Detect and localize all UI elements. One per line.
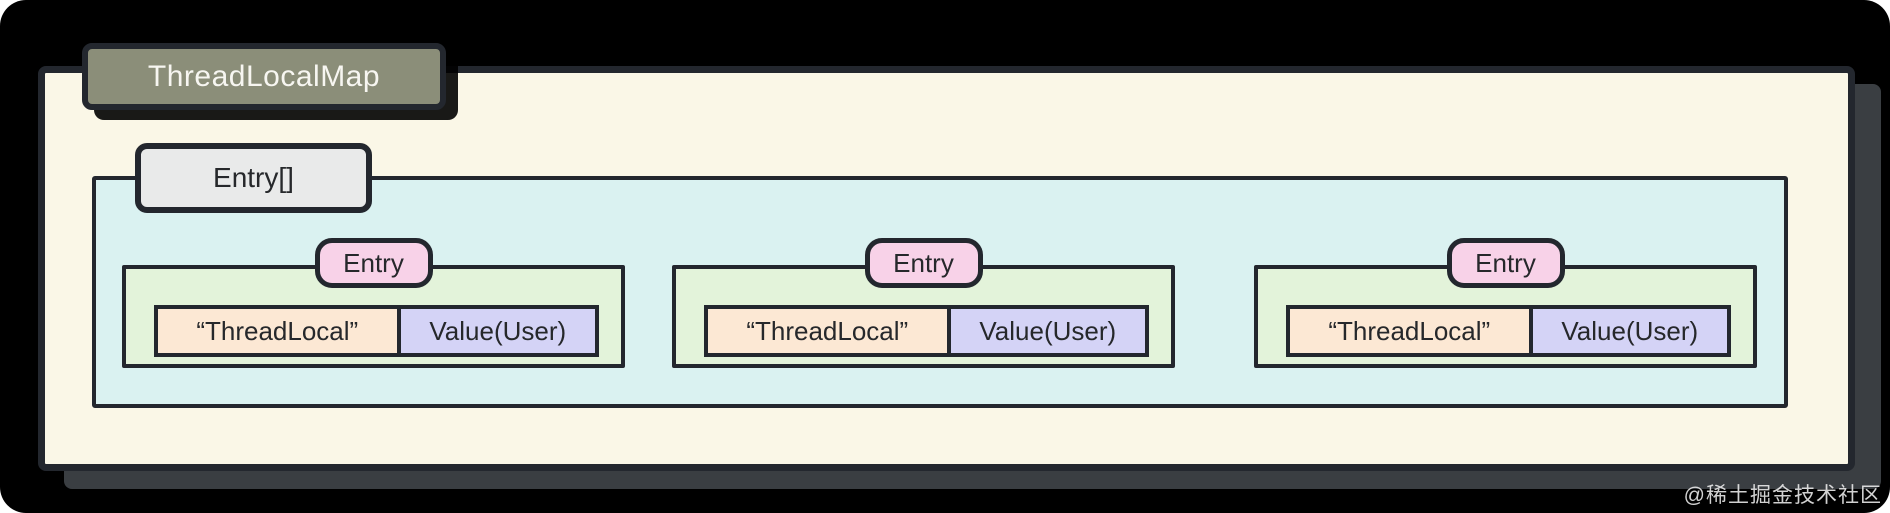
threadlocalmap-title-label: ThreadLocalMap [147, 59, 381, 93]
entry-box-1: Entry “ThreadLocal” Value(User) [122, 238, 625, 368]
entry-key-cell: “ThreadLocal” [708, 309, 951, 353]
entry-value-cell: Value(User) [950, 309, 1145, 353]
entry-pill-3: Entry [1446, 238, 1565, 288]
entry-pill-2: Entry [864, 238, 983, 288]
entry-value-cell: Value(User) [1532, 309, 1727, 353]
entry-pill-1: Entry [314, 238, 433, 288]
entry-key-cell: “ThreadLocal” [1290, 309, 1533, 353]
entry-box-2: Entry “ThreadLocal” Value(User) [672, 238, 1175, 368]
entry-key-value-row: “ThreadLocal” Value(User) [154, 305, 599, 357]
entry-pill-label: Entry [343, 247, 404, 278]
watermark-text: @稀土掘金技术社区 [1683, 484, 1882, 507]
entry-box-3: Entry “ThreadLocal” Value(User) [1254, 238, 1757, 368]
entry-key-value-row: “ThreadLocal” Value(User) [704, 305, 1149, 357]
entry-key-cell: “ThreadLocal” [158, 309, 401, 353]
entry-array-label: Entry[] [213, 162, 294, 193]
entry-pill-label: Entry [893, 247, 954, 278]
entry-pill-label: Entry [1475, 247, 1536, 278]
entry-value-cell: Value(User) [400, 309, 595, 353]
entry-key-value-row: “ThreadLocal” Value(User) [1286, 305, 1731, 357]
entry-array-label-box: Entry[] [135, 143, 372, 213]
threadlocalmap-title-box: ThreadLocalMap [82, 43, 446, 110]
